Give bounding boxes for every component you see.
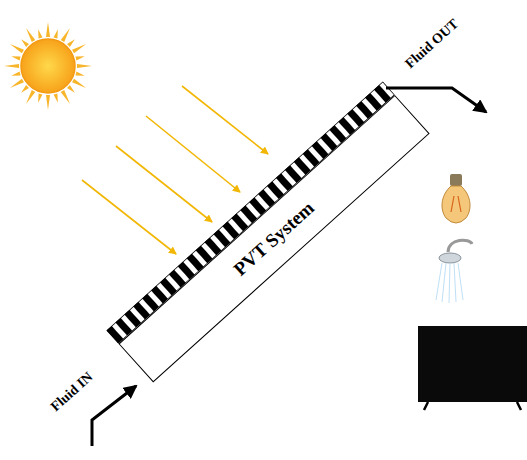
sun-ray bbox=[67, 85, 75, 93]
television bbox=[418, 326, 527, 410]
pv-cell-strip bbox=[106, 82, 394, 344]
sun-ray bbox=[38, 29, 42, 38]
sun-ray bbox=[10, 79, 24, 88]
sun-ray bbox=[77, 64, 92, 68]
sun-ray bbox=[54, 93, 58, 102]
sun-ray bbox=[72, 44, 86, 53]
sun-ray bbox=[46, 95, 50, 110]
flow-label: Fluid IN bbox=[48, 369, 97, 415]
sun-ray bbox=[10, 44, 24, 53]
system-box: PVT System bbox=[118, 95, 429, 383]
sun-ray bbox=[26, 28, 35, 42]
sun-ray bbox=[72, 79, 86, 88]
sun-ray bbox=[26, 90, 35, 104]
sun-ray bbox=[75, 56, 84, 60]
sun-ray bbox=[54, 29, 58, 38]
sun bbox=[4, 22, 92, 110]
sun-ray bbox=[67, 39, 75, 47]
sun-ray bbox=[11, 72, 20, 76]
sun-ray bbox=[21, 39, 29, 47]
sun-ray bbox=[4, 64, 19, 68]
sun-ray bbox=[21, 85, 29, 93]
sun-ray bbox=[11, 56, 20, 60]
sun-ray bbox=[46, 22, 50, 37]
light-bulb bbox=[442, 174, 470, 223]
sun-ray bbox=[38, 93, 42, 102]
sun-ray bbox=[61, 28, 70, 42]
pvt-panel: PVT System bbox=[106, 82, 429, 383]
sun-ray bbox=[75, 72, 84, 76]
shower-head bbox=[436, 240, 472, 303]
flow-label: Fluid OUT bbox=[402, 16, 462, 72]
sun-ray bbox=[61, 90, 70, 104]
